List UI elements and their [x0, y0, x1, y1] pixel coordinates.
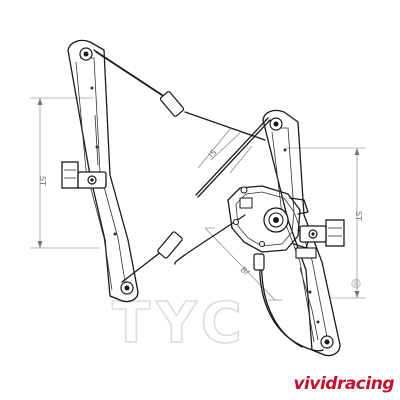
dim-cable-label: IS	[207, 148, 219, 160]
watermark-text: TYC	[112, 291, 248, 356]
brand-logo: vividracing	[293, 374, 394, 394]
dimension-lines: ST ST IS Bf	[30, 97, 366, 301]
right-glass-clamp	[295, 219, 345, 259]
cable-sleeves	[157, 91, 265, 271]
dim-right-rail-label: ST	[354, 211, 363, 221]
motor-drum-housing	[227, 185, 311, 253]
watermark-registered-mark: ®	[350, 277, 362, 291]
dim-motor-offset-label: Bf	[239, 265, 251, 277]
dim-left-rail-label: ST	[38, 176, 47, 186]
watermark: TYC ®	[111, 277, 362, 357]
left-glass-clamp	[61, 161, 107, 189]
